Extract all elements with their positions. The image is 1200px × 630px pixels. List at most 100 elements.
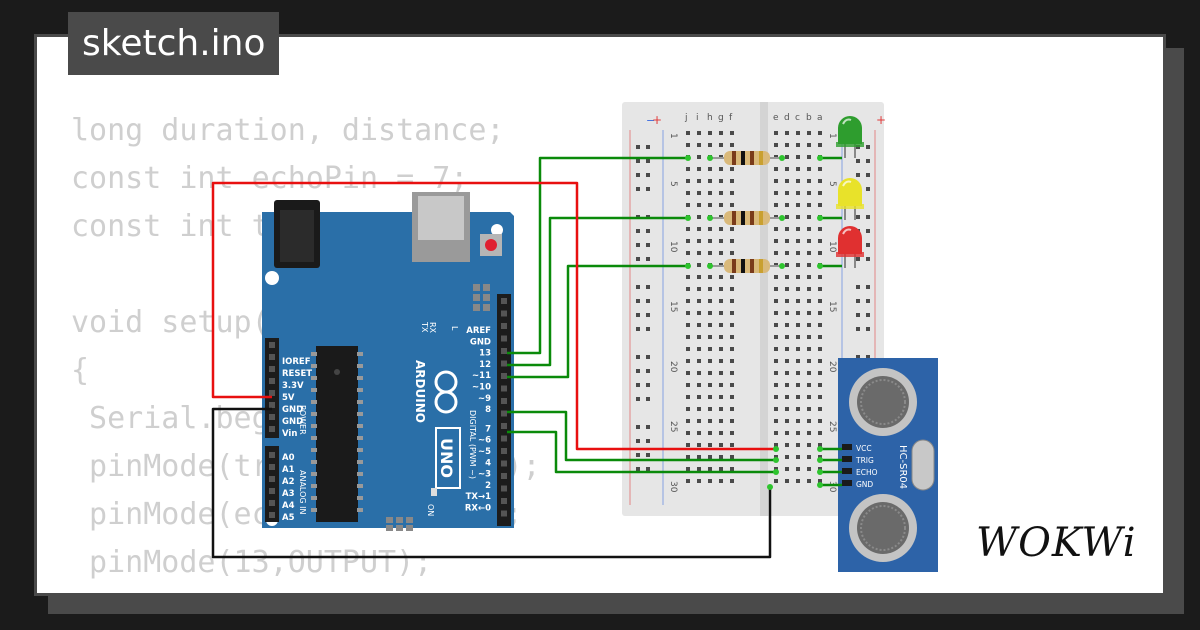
breadboard-hole: [774, 239, 778, 243]
breadboard-hole: [774, 203, 778, 207]
breadboard-hole: [697, 263, 701, 267]
header-pin: [501, 373, 507, 379]
pin-marker: [779, 215, 785, 221]
breadboard-hole: [686, 371, 690, 375]
breadboard-hole: [686, 395, 690, 399]
breadboard-hole: [697, 299, 701, 303]
digital-pin-label: 4: [485, 458, 491, 468]
header-pin: [501, 485, 507, 492]
row-number: 1: [668, 133, 678, 139]
breadboard-hole: [730, 299, 734, 303]
breadboard-hole: [697, 347, 701, 351]
breadboard-hole: [807, 347, 811, 351]
breadboard-hole: [818, 419, 822, 423]
breadboard-hole: [686, 431, 690, 435]
breadboard-hole: [796, 179, 800, 183]
arduino-infinity-logo: [434, 370, 458, 414]
breadboard-hole: [708, 455, 712, 459]
header-pin: [269, 378, 275, 384]
breadboard-hole: [708, 335, 712, 339]
breadboard-hole: [807, 155, 811, 159]
digital-pin-label: 12: [479, 360, 491, 370]
breadboard-hole: [708, 311, 712, 315]
breadboard-hole: [807, 191, 811, 195]
arduino-model: UNO: [437, 438, 456, 478]
breadboard-hole: [774, 383, 778, 387]
column-letter: c: [795, 113, 800, 123]
breadboard-hole: [686, 383, 690, 387]
resistor-band: [732, 259, 736, 273]
breadboard-hole: [686, 275, 690, 279]
breadboard-hole: [807, 455, 811, 459]
breadboard-hole: [708, 239, 712, 243]
breadboard-hole: [796, 347, 800, 351]
rail-hole: [636, 425, 640, 429]
rail-hole: [636, 243, 640, 247]
breadboard-hole: [807, 371, 811, 375]
breadboard-hole: [807, 395, 811, 399]
breadboard-hole: [697, 215, 701, 219]
header-pin: [269, 366, 275, 372]
analog-pin-label: A4: [282, 501, 295, 511]
pin-marker: [817, 482, 823, 488]
power-pin-label: RESET: [282, 369, 312, 379]
sensor-pin-label: VCC: [856, 444, 872, 453]
chip-pin: [357, 484, 363, 488]
header-pin: [269, 390, 275, 396]
breadboard-hole: [818, 335, 822, 339]
breadboard-hole: [708, 323, 712, 327]
header-pin: [269, 342, 275, 348]
chip-pin: [311, 376, 317, 380]
power-pin-label: 3.3V: [282, 381, 304, 391]
breadboard-hole: [697, 323, 701, 327]
breadboard-hole: [697, 131, 701, 135]
breadboard-hole: [719, 395, 723, 399]
analog-header: [265, 446, 279, 522]
rail-hole: [636, 299, 640, 303]
breadboard-hole: [785, 419, 789, 423]
rail-hole: [636, 453, 640, 457]
breadboard-hole: [719, 179, 723, 183]
pin-marker: [773, 469, 779, 475]
breadboard-hole: [796, 131, 800, 135]
sketch-title[interactable]: sketch.ino: [68, 12, 280, 75]
header-pin: [501, 385, 507, 392]
breadboard-hole: [708, 299, 712, 303]
header-pin: [269, 354, 275, 360]
icsp-pin: [483, 294, 490, 301]
rail-hole: [636, 257, 640, 261]
rail-hole: [636, 369, 640, 373]
breadboard-hole: [796, 383, 800, 387]
rail-hole: [866, 243, 870, 247]
breadboard-hole: [708, 407, 712, 411]
rail-hole: [866, 313, 870, 317]
digital-pin-label: ~5: [478, 447, 491, 457]
crystal: [911, 439, 935, 491]
wire-gnd: [211, 407, 772, 559]
chip-pin: [357, 424, 363, 428]
analog-pin-label: A2: [282, 477, 295, 487]
breadboard-hole: [686, 227, 690, 231]
breadboard-hole: [796, 443, 800, 447]
breadboard-hole: [697, 479, 701, 483]
reset-button: [485, 239, 497, 251]
breadboard-hole: [807, 383, 811, 387]
rail-plus-label: +: [652, 113, 662, 127]
breadboard-hole: [785, 191, 789, 195]
chip-pin: [357, 352, 363, 356]
preview-card: long duration, distance;const int echoPi…: [34, 34, 1166, 596]
breadboard-hole: [785, 227, 789, 231]
sensor-pin: [842, 468, 852, 474]
breadboard-hole: [818, 479, 822, 483]
breadboard-hole: [818, 251, 822, 255]
breadboard-hole: [686, 179, 690, 183]
breadboard-hole: [730, 167, 734, 171]
pin-marker: [707, 155, 713, 161]
digital-pin-label: ~10: [472, 383, 491, 393]
breadboard-hole: [818, 395, 822, 399]
pin-marker: [685, 155, 691, 161]
breadboard-hole: [686, 443, 690, 447]
breadboard-hole: [730, 395, 734, 399]
digital-pin-label: 13: [479, 349, 491, 359]
